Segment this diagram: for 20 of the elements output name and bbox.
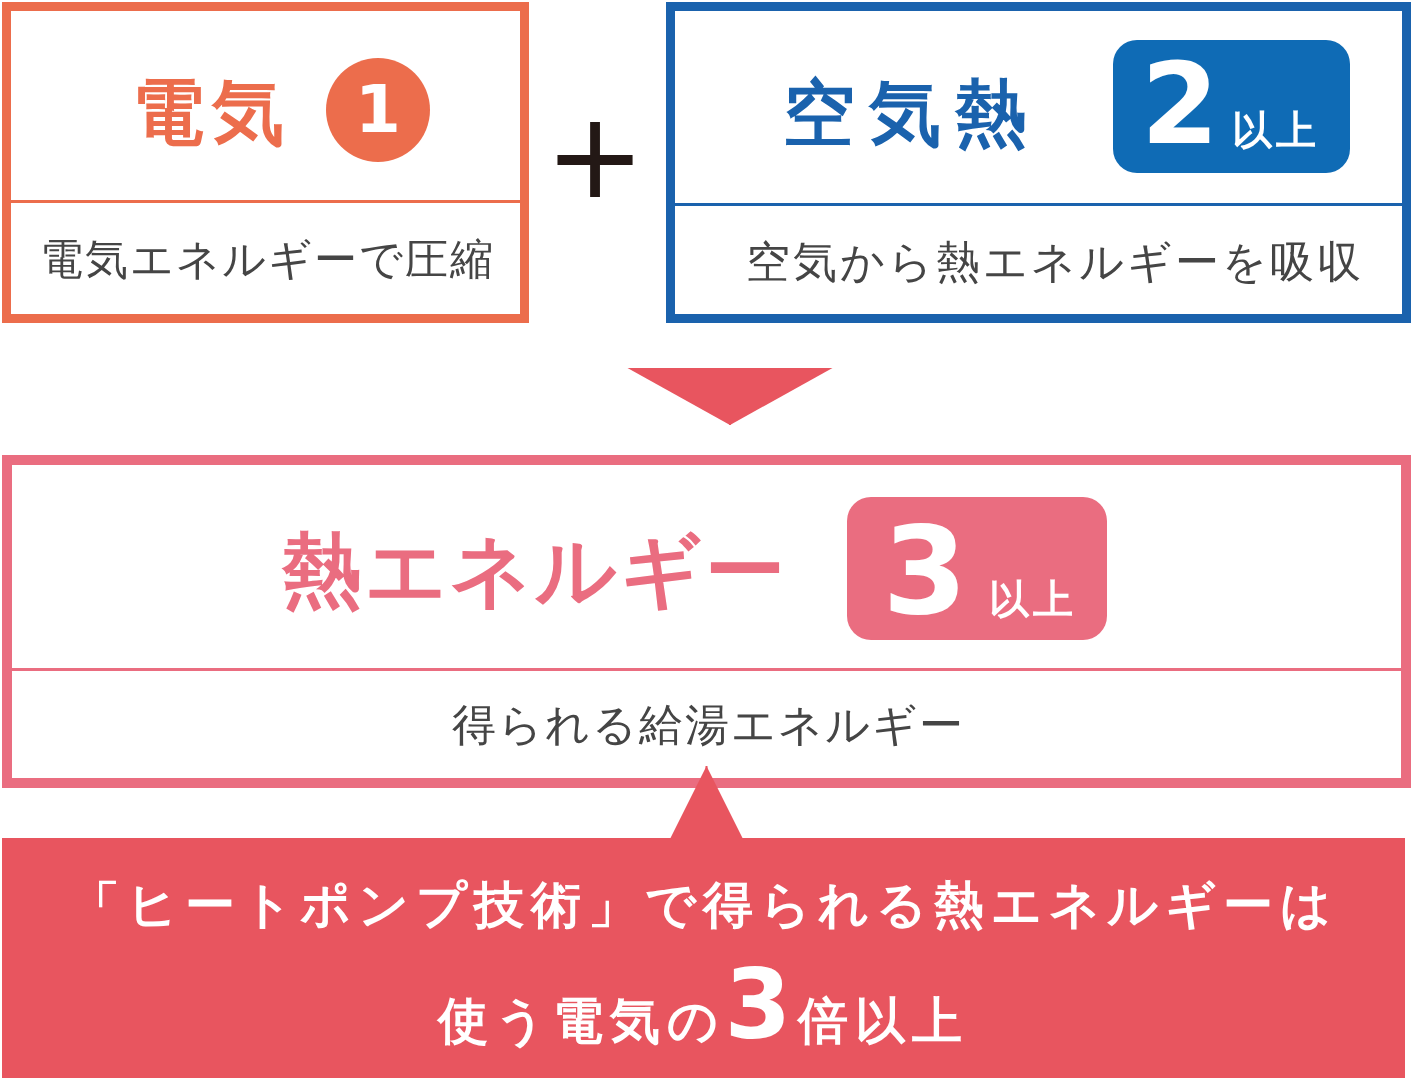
card-description: 空気から熱エネルギーを吸収: [746, 236, 1364, 288]
card-heading: 電気: [132, 70, 292, 154]
input-card: [666, 2, 1411, 323]
callout-banner: [2, 838, 1405, 1078]
card-heading: 空気熱: [783, 71, 1041, 155]
input-card: [2, 2, 529, 323]
card-description: 得られる給湯エネルギー: [451, 699, 965, 751]
multiplier-number: 2: [1141, 48, 1219, 160]
result-card: [2, 455, 1411, 788]
card-heading: 熱エネルギー: [282, 525, 788, 617]
multiplier-suffix: 以上: [1232, 107, 1320, 153]
multiplier-badge: [847, 497, 1107, 640]
card-description: 電気エネルギーで圧縮: [39, 235, 495, 285]
plus-sign: +: [544, 96, 646, 216]
multiplier-number: 3: [882, 510, 968, 632]
multiplier-badge: [1113, 40, 1350, 173]
down-arrow: [627, 367, 833, 426]
callout-pointer: [669, 765, 744, 841]
multiplier-suffix: 以上: [989, 576, 1077, 622]
step-number: 1: [355, 77, 401, 143]
